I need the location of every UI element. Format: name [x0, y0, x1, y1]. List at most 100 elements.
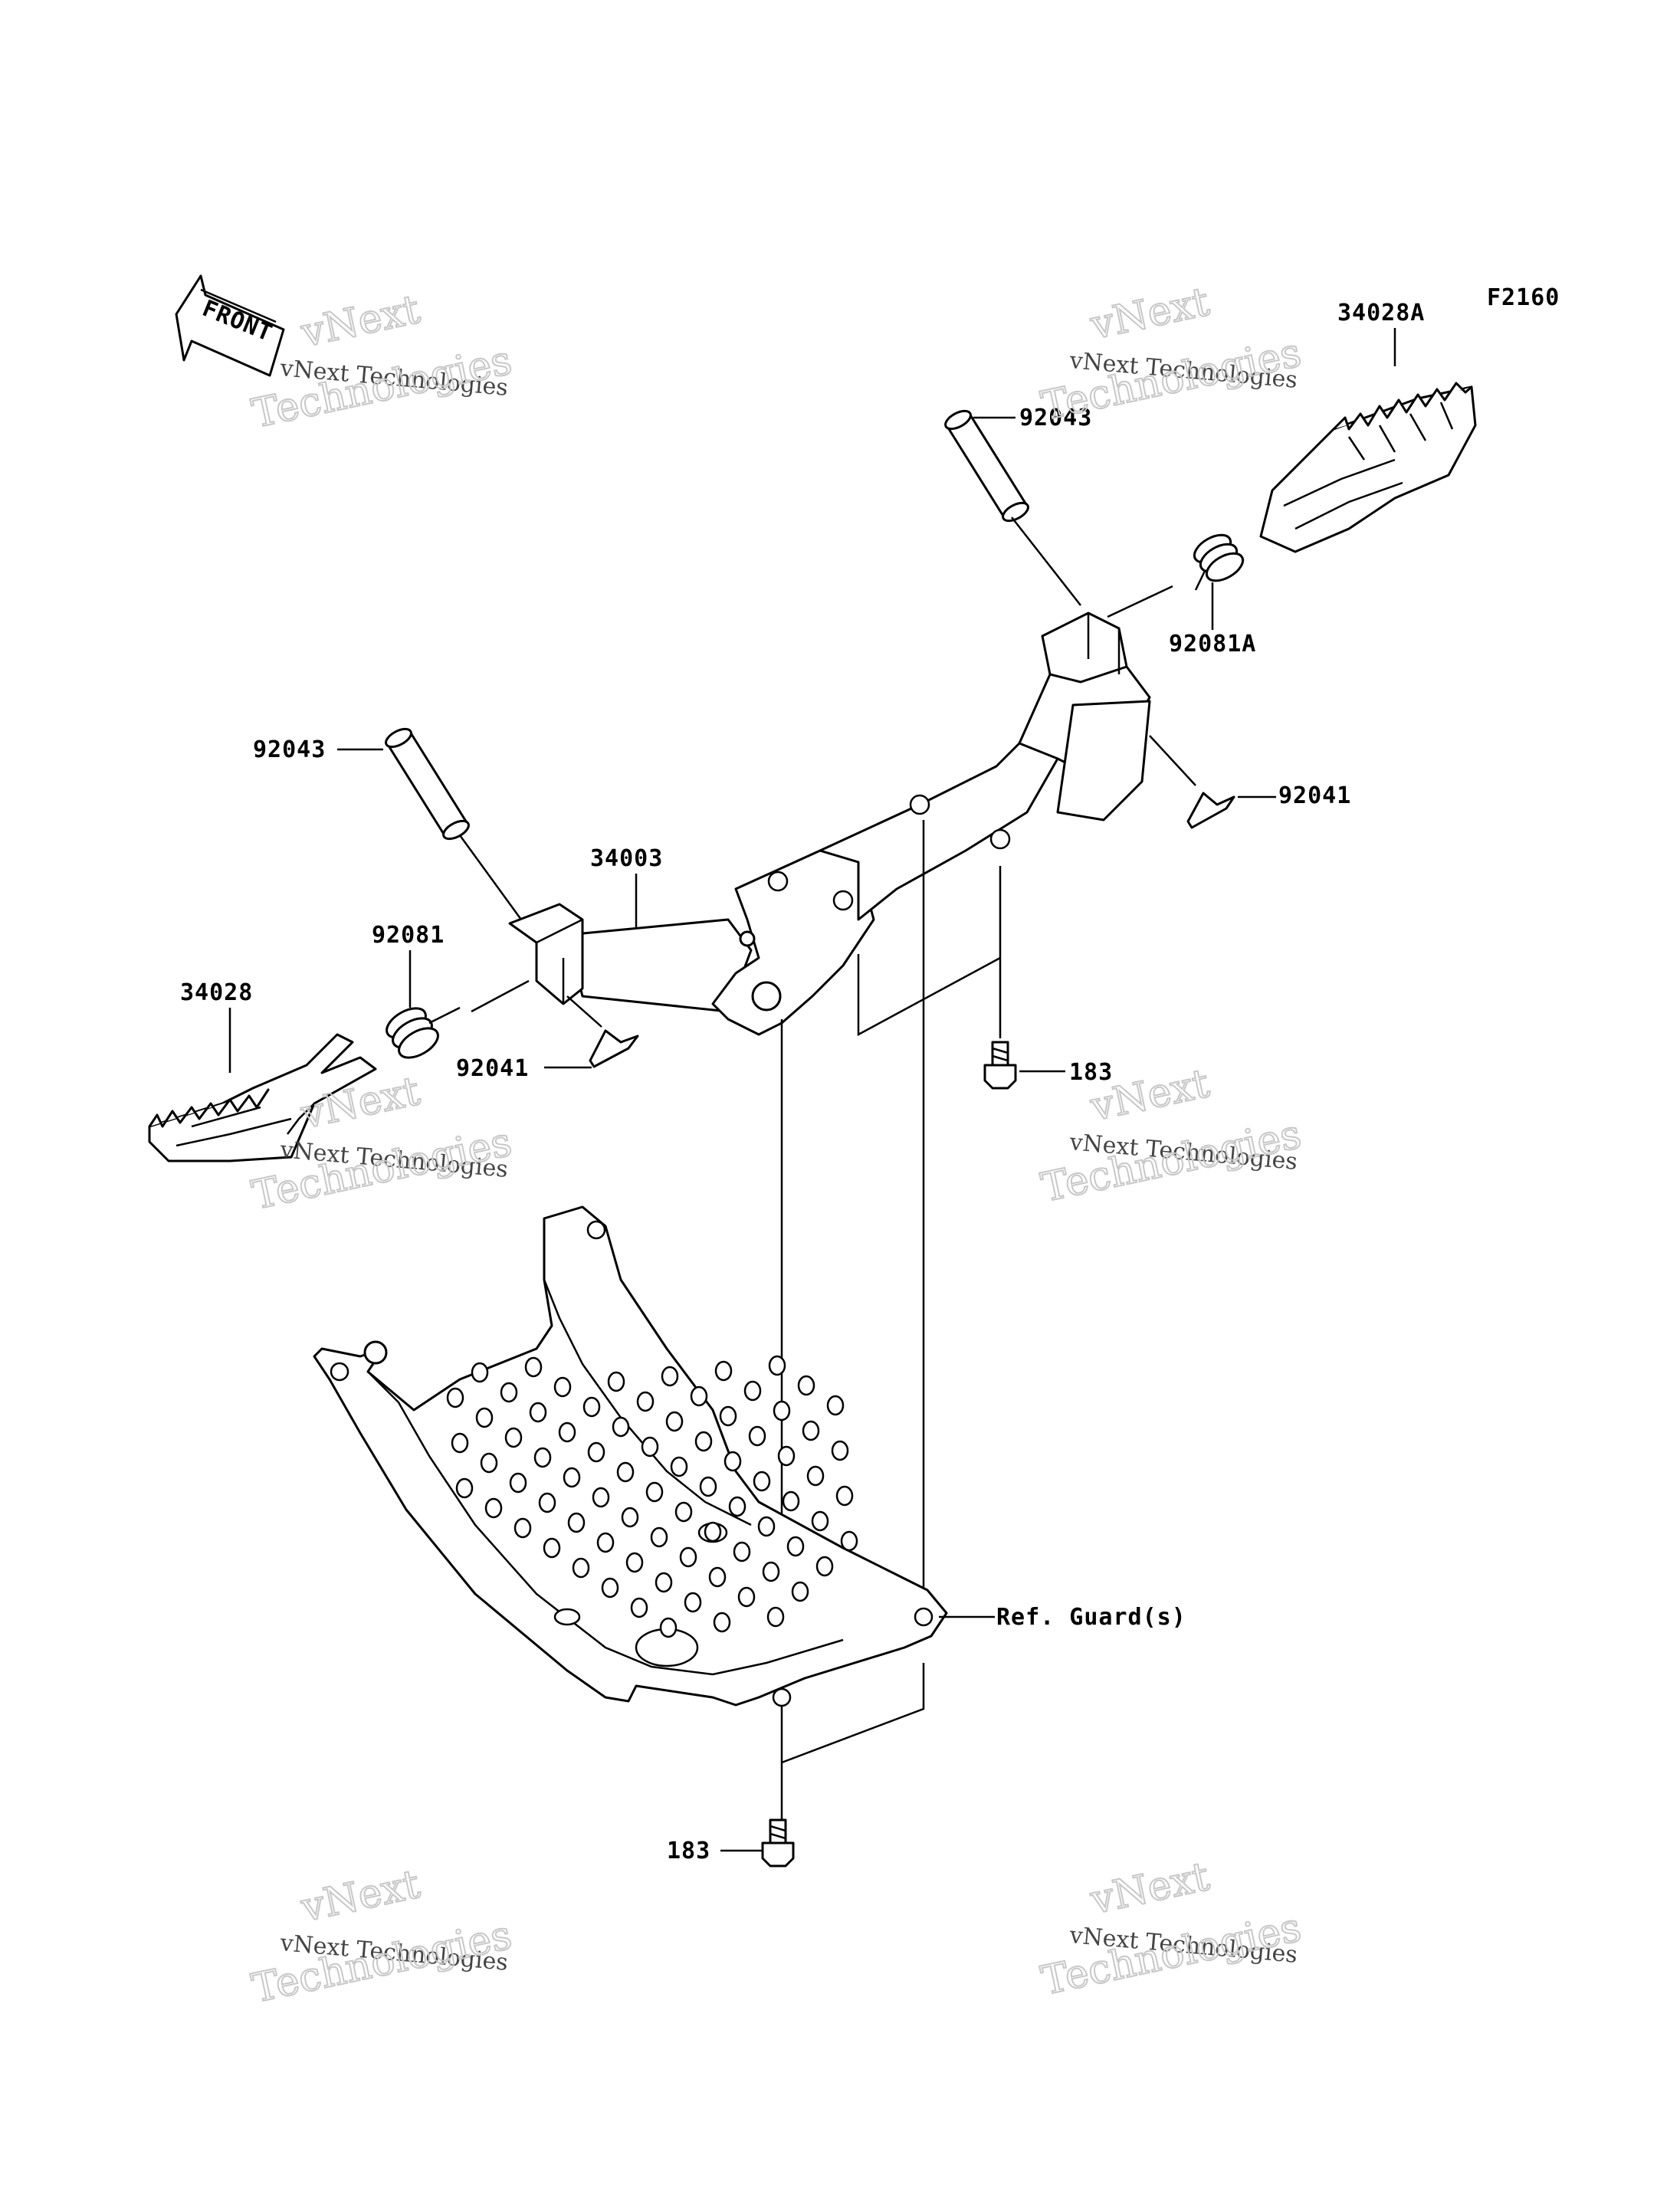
label-92043-left: 92043 — [253, 736, 326, 763]
diagram-code: F2160 — [1487, 284, 1560, 311]
footpeg-left — [148, 1033, 377, 1162]
perforation-hole — [815, 1556, 834, 1577]
perforation-hole — [826, 1395, 845, 1416]
perforation-hole — [704, 1521, 722, 1543]
perforation-hole — [582, 1396, 601, 1418]
perforation-hole — [674, 1501, 693, 1523]
perforation-hole — [743, 1380, 762, 1402]
perforation-hole — [587, 1441, 605, 1463]
perforation-hole — [592, 1487, 610, 1508]
assembly-bracket-line — [857, 954, 1001, 1037]
guard-perforations — [446, 1355, 858, 1638]
perforation-hole — [572, 1557, 590, 1579]
label-183-upper: 183 — [1069, 1059, 1113, 1086]
perforation-hole — [543, 1537, 561, 1559]
perforation-hole — [728, 1496, 746, 1517]
spring-right — [1193, 533, 1245, 591]
perforation-hole — [753, 1471, 771, 1492]
perforation-hole — [475, 1407, 494, 1428]
perforation-hole — [500, 1382, 518, 1403]
watermark-5: vNext vNext Technologies Technologies — [248, 1861, 517, 2013]
perforation-hole — [630, 1597, 648, 1618]
front-arrow-icon: FRONT — [175, 274, 285, 377]
perforation-hole — [762, 1561, 780, 1582]
perforation-hole — [714, 1360, 733, 1382]
bolt-upper — [983, 1041, 1017, 1090]
label-92081: 92081 — [372, 922, 445, 949]
svg-text:vNext: vNext — [297, 1861, 424, 1931]
perforation-hole — [670, 1456, 688, 1477]
perforation-hole — [757, 1516, 776, 1537]
label-183-lower: 183 — [667, 1838, 710, 1864]
label-92041-right: 92041 — [1278, 782, 1351, 809]
perforation-hole — [773, 1400, 791, 1421]
pin-right — [944, 409, 1029, 523]
perforation-hole — [791, 1581, 809, 1602]
perforation-hole — [504, 1427, 523, 1448]
skid-guard — [313, 1205, 948, 1707]
pin-left — [385, 727, 470, 841]
perforation-hole — [558, 1421, 576, 1443]
perforation-hole — [451, 1432, 469, 1454]
perforation-hole — [708, 1566, 727, 1588]
perforation-hole — [679, 1546, 697, 1568]
perforation-hole — [563, 1467, 581, 1488]
assembly-line-pin-left — [458, 835, 523, 920]
perforation-hole — [607, 1371, 625, 1392]
label-34028: 34028 — [180, 979, 253, 1006]
label-92043-right: 92043 — [1019, 405, 1092, 431]
perforation-hole — [659, 1617, 678, 1638]
label-ref-guard: Ref. Guard(s) — [996, 1604, 1186, 1631]
perforation-hole — [786, 1536, 805, 1557]
svg-text:Technologies: Technologies — [248, 338, 516, 438]
perforation-hole — [713, 1612, 731, 1633]
perforation-hole — [719, 1405, 737, 1427]
perforation-hole — [766, 1606, 785, 1628]
perforation-hole — [529, 1402, 547, 1423]
footpeg-right — [1259, 382, 1477, 553]
perforation-hole — [625, 1552, 644, 1573]
assembly-line-guard-lower — [781, 1663, 925, 1764]
perforation-hole — [835, 1485, 854, 1507]
label-34003: 34003 — [590, 845, 663, 872]
perforation-hole — [699, 1476, 717, 1497]
perforation-hole — [694, 1431, 713, 1452]
perforation-hole — [737, 1586, 756, 1608]
assembly-line-clip-left — [566, 995, 602, 1028]
perforation-hole — [811, 1510, 829, 1532]
perforation-hole — [596, 1532, 615, 1553]
svg-text:vNext: vNext — [1086, 279, 1213, 349]
perforation-hole — [509, 1472, 527, 1494]
assembly-line-spring-right — [1107, 585, 1173, 618]
perforation-hole — [840, 1530, 858, 1552]
assembly-line-pin-right — [1011, 516, 1081, 606]
svg-text:Technologies: Technologies — [1038, 330, 1305, 430]
perforation-hole — [641, 1436, 659, 1458]
perforation-hole — [797, 1375, 815, 1396]
perforation-hole — [524, 1356, 543, 1378]
perforation-hole — [645, 1481, 664, 1503]
watermark-2: vNext vNext Technologies Technologies — [1037, 278, 1306, 431]
watermark-6: vNext vNext Technologies Technologies — [1037, 1853, 1306, 2005]
perforation-hole — [446, 1387, 464, 1408]
perforation-hole — [480, 1452, 498, 1474]
perforation-hole — [733, 1541, 751, 1562]
label-92081A: 92081A — [1169, 631, 1256, 657]
label-92041-left: 92041 — [456, 1055, 529, 1082]
perforation-hole — [455, 1477, 474, 1499]
clip-right — [1186, 792, 1235, 829]
perforation-hole — [636, 1391, 655, 1412]
perforation-hole — [768, 1355, 786, 1376]
perforation-hole — [831, 1440, 849, 1461]
perforation-hole — [782, 1490, 800, 1512]
svg-text:Technologies: Technologies — [1038, 1112, 1305, 1212]
assembly-line-clip-right — [1149, 735, 1196, 786]
perforation-hole — [661, 1366, 679, 1387]
perforation-hole — [806, 1465, 825, 1487]
perforation-hole — [665, 1411, 684, 1432]
perforation-hole — [621, 1507, 639, 1528]
perforation-hole — [514, 1517, 532, 1539]
perforation-hole — [616, 1461, 635, 1483]
perforation-hole — [471, 1362, 489, 1383]
